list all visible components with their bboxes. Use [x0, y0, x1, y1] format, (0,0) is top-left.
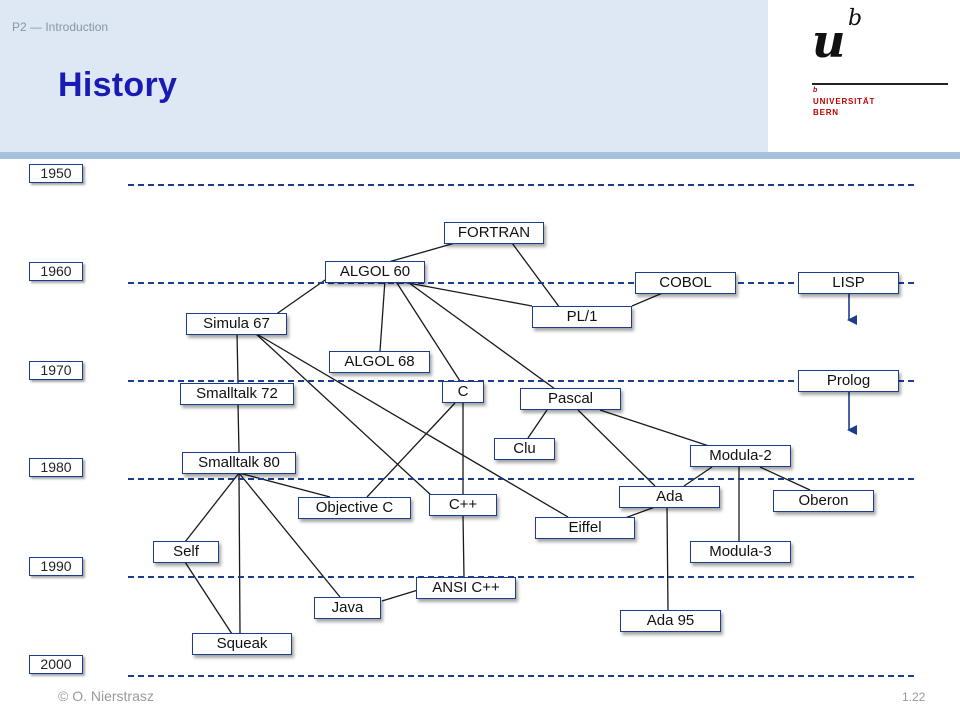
node-modula-2: Modula-2 — [690, 445, 791, 467]
year-label-1990: 1990 — [29, 557, 83, 576]
node-self: Self — [153, 541, 219, 563]
node-algol-60: ALGOL 60 — [325, 261, 425, 283]
year-label-1980: 1980 — [29, 458, 83, 477]
decade-line-1970 — [128, 380, 914, 382]
header-band — [0, 0, 768, 152]
node-simula-67: Simula 67 — [186, 313, 287, 335]
node-lisp: LISP — [798, 272, 899, 294]
node-squeak: Squeak — [192, 633, 292, 655]
logo-divider — [812, 83, 948, 85]
node-prolog: Prolog — [798, 370, 899, 392]
decade-line-1960 — [128, 282, 914, 284]
node-smalltalk-72: Smalltalk 72 — [180, 383, 294, 405]
decade-line-1990 — [128, 576, 914, 578]
decade-line-2000 — [128, 675, 914, 677]
node-c: C — [442, 381, 484, 403]
page-number: 1.22 — [902, 690, 926, 704]
logo-area — [768, 0, 960, 152]
year-label-2000: 2000 — [29, 655, 83, 674]
university-logo-mark: u — [812, 14, 846, 68]
node-cobol: COBOL — [635, 272, 736, 294]
footer-author: © O. Nierstrasz — [58, 688, 154, 704]
node-fortran: FORTRAN — [444, 222, 544, 244]
node-objective-c: Objective C — [298, 497, 411, 519]
node-algol-68: ALGOL 68 — [329, 351, 430, 373]
page-title: History — [58, 66, 178, 104]
node-ansi-cpp: ANSI C++ — [416, 577, 516, 599]
breadcrumb: P2 — Introduction — [12, 20, 109, 34]
university-logo-superscript: b — [848, 6, 863, 31]
node-java: Java — [314, 597, 381, 619]
node-ada: Ada — [619, 486, 720, 508]
year-label-1960: 1960 — [29, 262, 83, 281]
year-label-1970: 1970 — [29, 361, 83, 380]
node-ada-95: Ada 95 — [620, 610, 721, 632]
node-cpp: C++ — [429, 494, 497, 516]
header-rule — [0, 152, 960, 159]
node-pl1: PL/1 — [532, 306, 632, 328]
logo-small-b: b — [813, 87, 818, 94]
logo-university-label: UNIVERSITÄT — [813, 97, 876, 106]
year-label-1950: 1950 — [29, 164, 83, 183]
decade-line-1950 — [128, 184, 914, 186]
node-clu: Clu — [494, 438, 555, 460]
logo-bern-label: BERN — [813, 108, 839, 117]
node-modula-3: Modula-3 — [690, 541, 791, 563]
node-eiffel: Eiffel — [535, 517, 635, 539]
decade-line-1980 — [128, 478, 914, 480]
node-smalltalk-80: Smalltalk 80 — [182, 452, 296, 474]
node-oberon: Oberon — [773, 490, 874, 512]
node-pascal: Pascal — [520, 388, 621, 410]
